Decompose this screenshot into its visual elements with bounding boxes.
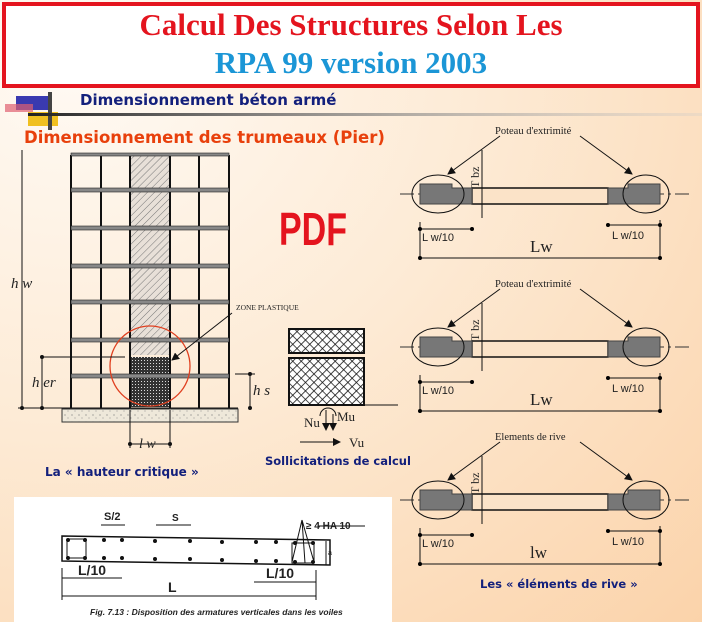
thickness-label: T bz xyxy=(468,320,482,341)
lw10-left-label: L w/10 xyxy=(422,232,454,244)
hw-label: h w xyxy=(11,276,32,292)
hs-label: h s xyxy=(253,383,270,399)
lw10-right-label: L w/10 xyxy=(612,230,644,242)
wall-plan-section-2: Poteau d'extrimité T bz L w/10 L w/10 Lw xyxy=(400,279,690,413)
s-half-label: S/2 xyxy=(104,511,121,523)
logo-icon xyxy=(5,92,58,130)
elements-de-rive-caption: Les « éléments de rive » xyxy=(480,577,638,591)
hauteur-critique-caption: La « hauteur critique » xyxy=(45,465,199,479)
lw-length-label: Lw xyxy=(530,390,553,409)
vu-label: Vu xyxy=(349,435,365,450)
section-label: Poteau d'extrimité xyxy=(495,126,572,137)
l10-left-label: L/10 xyxy=(78,562,106,578)
a-label: a xyxy=(328,550,332,557)
sollicitations-caption: Sollicitations de calcul xyxy=(265,454,411,468)
title-line-2: RPA 99 version 2003 xyxy=(214,45,488,80)
lw-label: l w xyxy=(139,437,156,452)
bars-label: ≥ 4 HA 10 xyxy=(306,521,351,532)
section-heading: Dimensionnement béton armé xyxy=(80,91,336,109)
wall-section-block xyxy=(288,328,398,446)
lw-length-label: Lw xyxy=(530,237,553,256)
wall-plan-section-3: Elements de rive T bz L w/10 L w/10 lw xyxy=(400,432,690,566)
lw10-right-label: L w/10 xyxy=(612,536,644,548)
lw10-left-label: L w/10 xyxy=(422,385,454,397)
lw10-right-label: L w/10 xyxy=(612,383,644,395)
l10-right-label: L/10 xyxy=(266,565,294,581)
l-label: L xyxy=(168,579,177,595)
section-label: Poteau d'extrimité xyxy=(495,279,572,290)
pdf-label: PDF xyxy=(279,203,347,255)
mu-label: Mu xyxy=(337,409,356,424)
thickness-label: T bz xyxy=(468,167,482,188)
header-rule xyxy=(28,113,702,116)
title-line-1: Calcul Des Structures Selon Les xyxy=(139,7,563,42)
lw10-left-label: L w/10 xyxy=(422,538,454,550)
lw-length-label: lw xyxy=(530,543,548,562)
reinforcement-figure xyxy=(14,497,392,622)
zone-plastique-label: ZONE PLASTIQUE xyxy=(236,303,299,312)
figure-caption: Fig. 7.13 : Disposition des armatures ve… xyxy=(90,607,343,617)
title-box: Calcul Des Structures Selon Les RPA 99 v… xyxy=(2,2,700,88)
s-label: S xyxy=(172,513,179,524)
building-elevation xyxy=(18,150,255,448)
thickness-label: T bz xyxy=(468,473,482,494)
subtitle: Dimensionnement des trumeaux (Pier) xyxy=(24,128,385,147)
wall-plan-section-1: Poteau d'extrimité T bz L w/10 L w/10 Lw xyxy=(400,126,690,260)
her-label: h er xyxy=(32,375,56,391)
section-label: Elements de rive xyxy=(495,432,566,443)
nu-label: Nu xyxy=(304,415,320,430)
